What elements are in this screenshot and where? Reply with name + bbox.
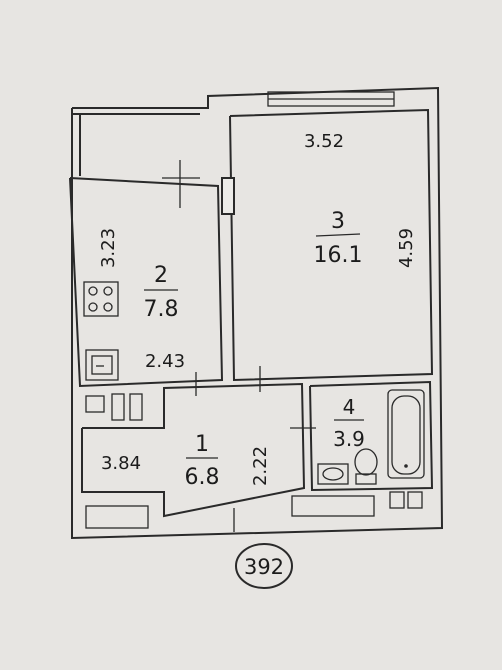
room-3-length-dimension: 4.59 <box>396 228 417 268</box>
room-4-number: 4 <box>343 395 356 419</box>
room-2-length-dimension: 3.23 <box>98 228 119 268</box>
room-1-number: 1 <box>195 432 209 457</box>
outer-walls <box>71 86 444 540</box>
room-3-number: 3 <box>331 209 345 234</box>
apartment-number: 392 <box>244 555 284 579</box>
room-2-number: 2 <box>154 263 168 288</box>
window-top <box>267 91 395 107</box>
room-3-area: 16.1 <box>314 243 363 268</box>
room-2-walls <box>69 160 224 388</box>
room-1-area: 6.8 <box>185 465 220 490</box>
room-2-area: 7.8 <box>144 297 179 322</box>
room-4-area: 3.9 <box>333 427 365 451</box>
washbasin-icon <box>317 463 349 485</box>
room-1-length-dimension: 3.84 <box>101 453 141 474</box>
apartment-number-badge: 392 <box>235 543 293 589</box>
room-4-walls <box>309 380 434 492</box>
room-3-walls <box>221 108 434 382</box>
room-2-width-dimension: 2.43 <box>145 351 185 372</box>
room-3-fraction-line <box>315 233 361 237</box>
stove-icon <box>83 281 119 317</box>
cabinets <box>85 393 423 529</box>
toilet-icon <box>354 448 378 485</box>
bathtub-icon <box>387 389 425 479</box>
sink-icon <box>85 349 119 381</box>
room-3-width-dimension: 3.52 <box>304 131 344 152</box>
room-1-width-dimension: 2.22 <box>250 446 271 486</box>
